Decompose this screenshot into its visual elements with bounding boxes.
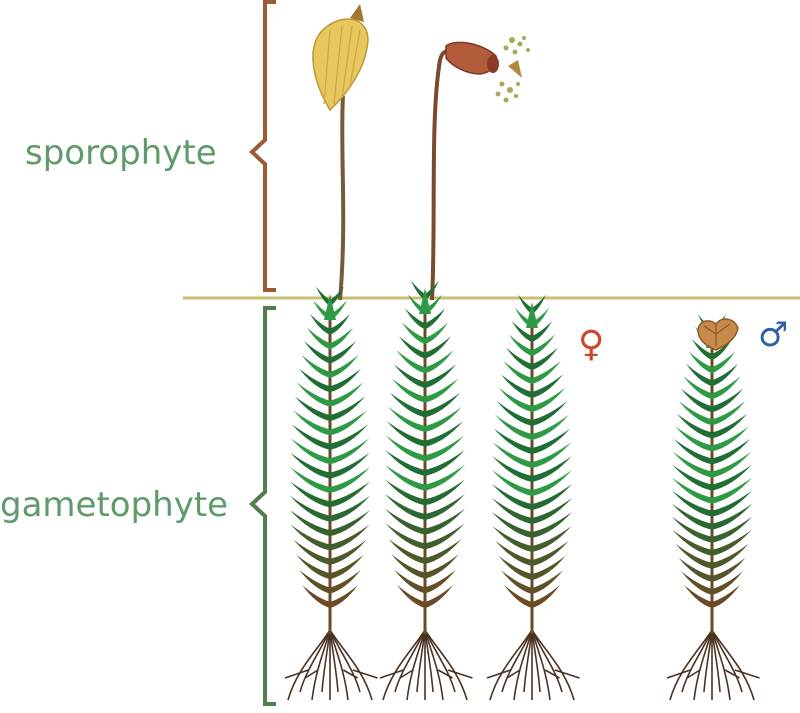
sporophyte-bracket: [249, 0, 276, 292]
female-symbol: ♀: [578, 324, 604, 365]
sporophyte-closed-capsule: [312, 4, 369, 301]
leaves: [492, 294, 572, 608]
gametophyte-plant: [284, 286, 378, 701]
gametophyte-plant: [486, 294, 580, 701]
rhizoids: [486, 629, 580, 701]
rhizoids: [666, 629, 760, 701]
sporophyte-open-capsule: [430, 36, 530, 301]
rhizoids: [379, 629, 473, 701]
gametophyte-plant: [379, 280, 473, 701]
leaves: [672, 314, 752, 608]
antheridial-head: [697, 318, 739, 351]
gametophyte-plants: [284, 280, 760, 701]
gametophyte-bracket: [249, 306, 276, 706]
leaves: [385, 280, 465, 608]
rhizoids: [284, 629, 378, 701]
male-symbol: ♂: [758, 315, 788, 355]
gametophyte-label: gametophyte: [0, 485, 228, 525]
gametophyte-plant: [666, 314, 760, 701]
leaves: [290, 286, 370, 608]
sporophyte-label: sporophyte: [25, 133, 217, 173]
